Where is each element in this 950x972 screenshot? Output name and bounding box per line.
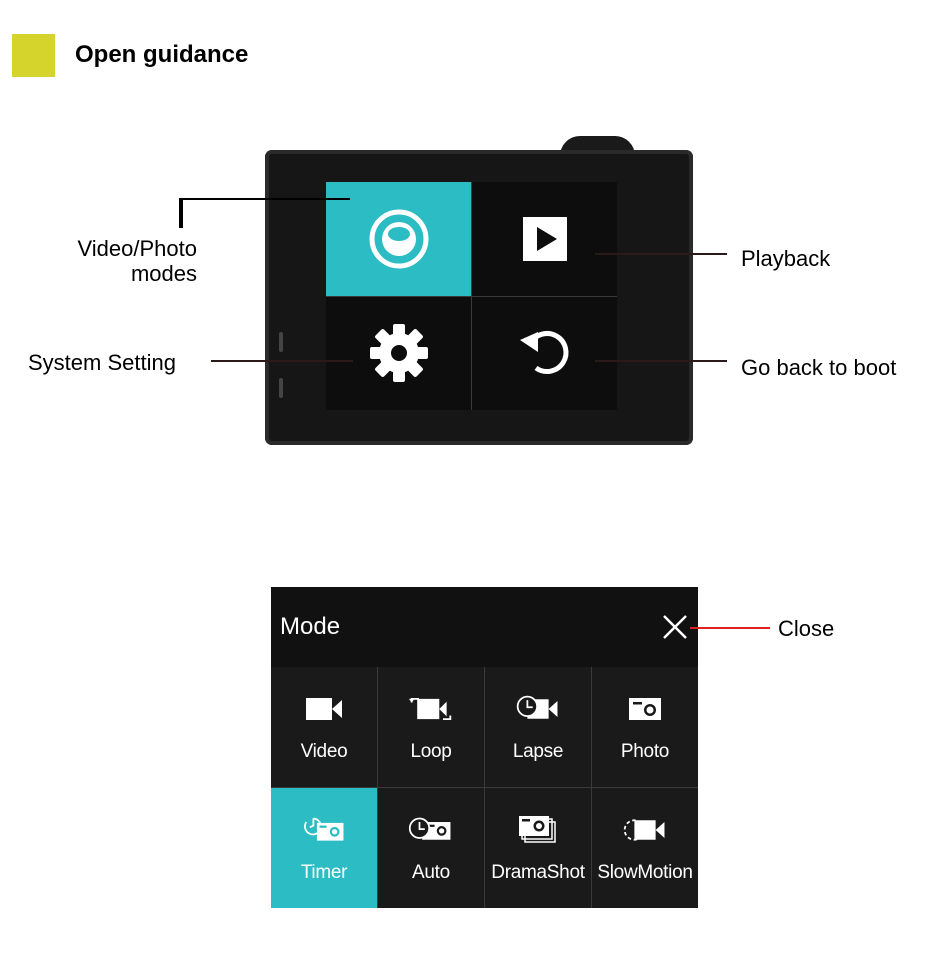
callout-system-setting: System Setting (28, 350, 176, 375)
mode-item-label: Auto (412, 862, 450, 883)
tile-video-photo-modes[interactable] (326, 182, 471, 296)
callout-line-modes (179, 198, 350, 200)
callout-line-modes-vertical (179, 198, 183, 228)
mode-panel-header: Mode (271, 587, 698, 667)
callout-go-back-to-boot: Go back to boot (741, 355, 897, 380)
mode-item-label: SlowMotion (597, 862, 693, 883)
mode-item-lapse[interactable]: Lapse (485, 667, 591, 787)
callout-line-go-back (595, 360, 727, 362)
mode-item-label: Video (300, 741, 348, 762)
close-x-icon (663, 615, 687, 639)
close-button[interactable] (662, 614, 688, 640)
undo-arrow-icon (519, 331, 568, 375)
callout-close: Close (778, 616, 835, 641)
mode-item-label: DramaShot (491, 862, 585, 883)
gear-icon (369, 324, 428, 383)
callout-playback: Playback (741, 246, 831, 271)
mode-item-label: Timer (300, 862, 348, 883)
mode-item-label: Loop (410, 741, 452, 762)
mode-item-video[interactable]: Video (271, 667, 377, 787)
mode-item-photo[interactable]: Photo (592, 667, 698, 787)
mode-item-auto[interactable]: Auto (378, 788, 484, 908)
auto-camera-icon (408, 817, 451, 840)
dramashot-icon (519, 816, 556, 843)
mode-item-dramashot[interactable]: DramaShot (485, 788, 591, 908)
mode-panel-title: Mode (280, 613, 341, 640)
mode-item-label: Photo (620, 741, 670, 762)
page-title: Open guidance (75, 41, 249, 68)
slowmotion-icon (623, 819, 665, 841)
video-camera-icon (306, 698, 342, 720)
mode-grid: Video Loop (271, 667, 698, 908)
callout-line-playback (595, 253, 727, 255)
tile-go-back-to-boot[interactable] (472, 296, 617, 410)
mode-item-loop[interactable]: Loop (378, 667, 484, 787)
camera-side-slit (279, 378, 283, 398)
loop-video-icon (408, 697, 452, 721)
timelapse-icon (516, 695, 558, 719)
camera-side-slit (279, 332, 283, 352)
mode-panel: Mode Video (271, 587, 698, 908)
callout-video-photo-modes: Video/Photo modes (77, 236, 197, 286)
header-accent-square (12, 34, 55, 77)
tile-system-setting[interactable] (326, 296, 471, 410)
camera-screen (326, 182, 617, 410)
mode-item-slowmotion[interactable]: SlowMotion (592, 788, 698, 908)
play-icon (522, 216, 567, 261)
photo-camera-icon (629, 698, 661, 720)
lens-mode-icon (369, 209, 428, 269)
callout-line-system-setting (211, 360, 353, 362)
tile-playback[interactable] (472, 182, 617, 296)
mode-item-timer[interactable]: Timer (271, 788, 377, 908)
callout-line-close (690, 627, 770, 629)
timer-camera-icon (304, 817, 344, 841)
mode-item-label: Lapse (512, 741, 564, 762)
